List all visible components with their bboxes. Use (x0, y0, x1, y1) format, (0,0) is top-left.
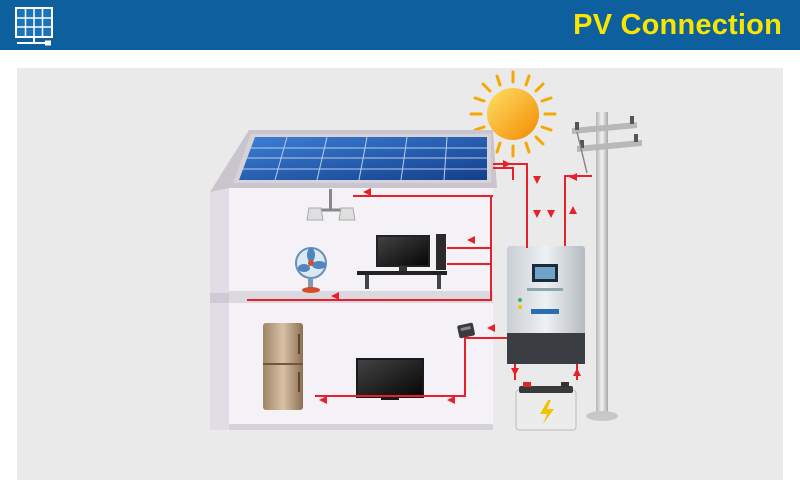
inverter (507, 246, 585, 364)
page-title: PV Connection (573, 9, 782, 41)
fan-icon (295, 247, 327, 293)
television-icon (357, 234, 447, 289)
battery (515, 382, 577, 431)
diagram-panel (17, 68, 783, 480)
flat-tv-icon (356, 358, 424, 400)
ceiling-lamp-icon (306, 189, 356, 221)
utility-pole (572, 112, 642, 421)
pv-connection-diagram (210, 70, 642, 431)
header-bar: PV Connection (0, 0, 800, 50)
refrigerator-icon (263, 323, 303, 410)
solar-panel (233, 134, 491, 183)
sun-icon (469, 70, 557, 158)
distribution-box-icon (457, 322, 475, 339)
flow-arrows (319, 160, 581, 404)
solar-panel-plug-icon (15, 7, 53, 46)
